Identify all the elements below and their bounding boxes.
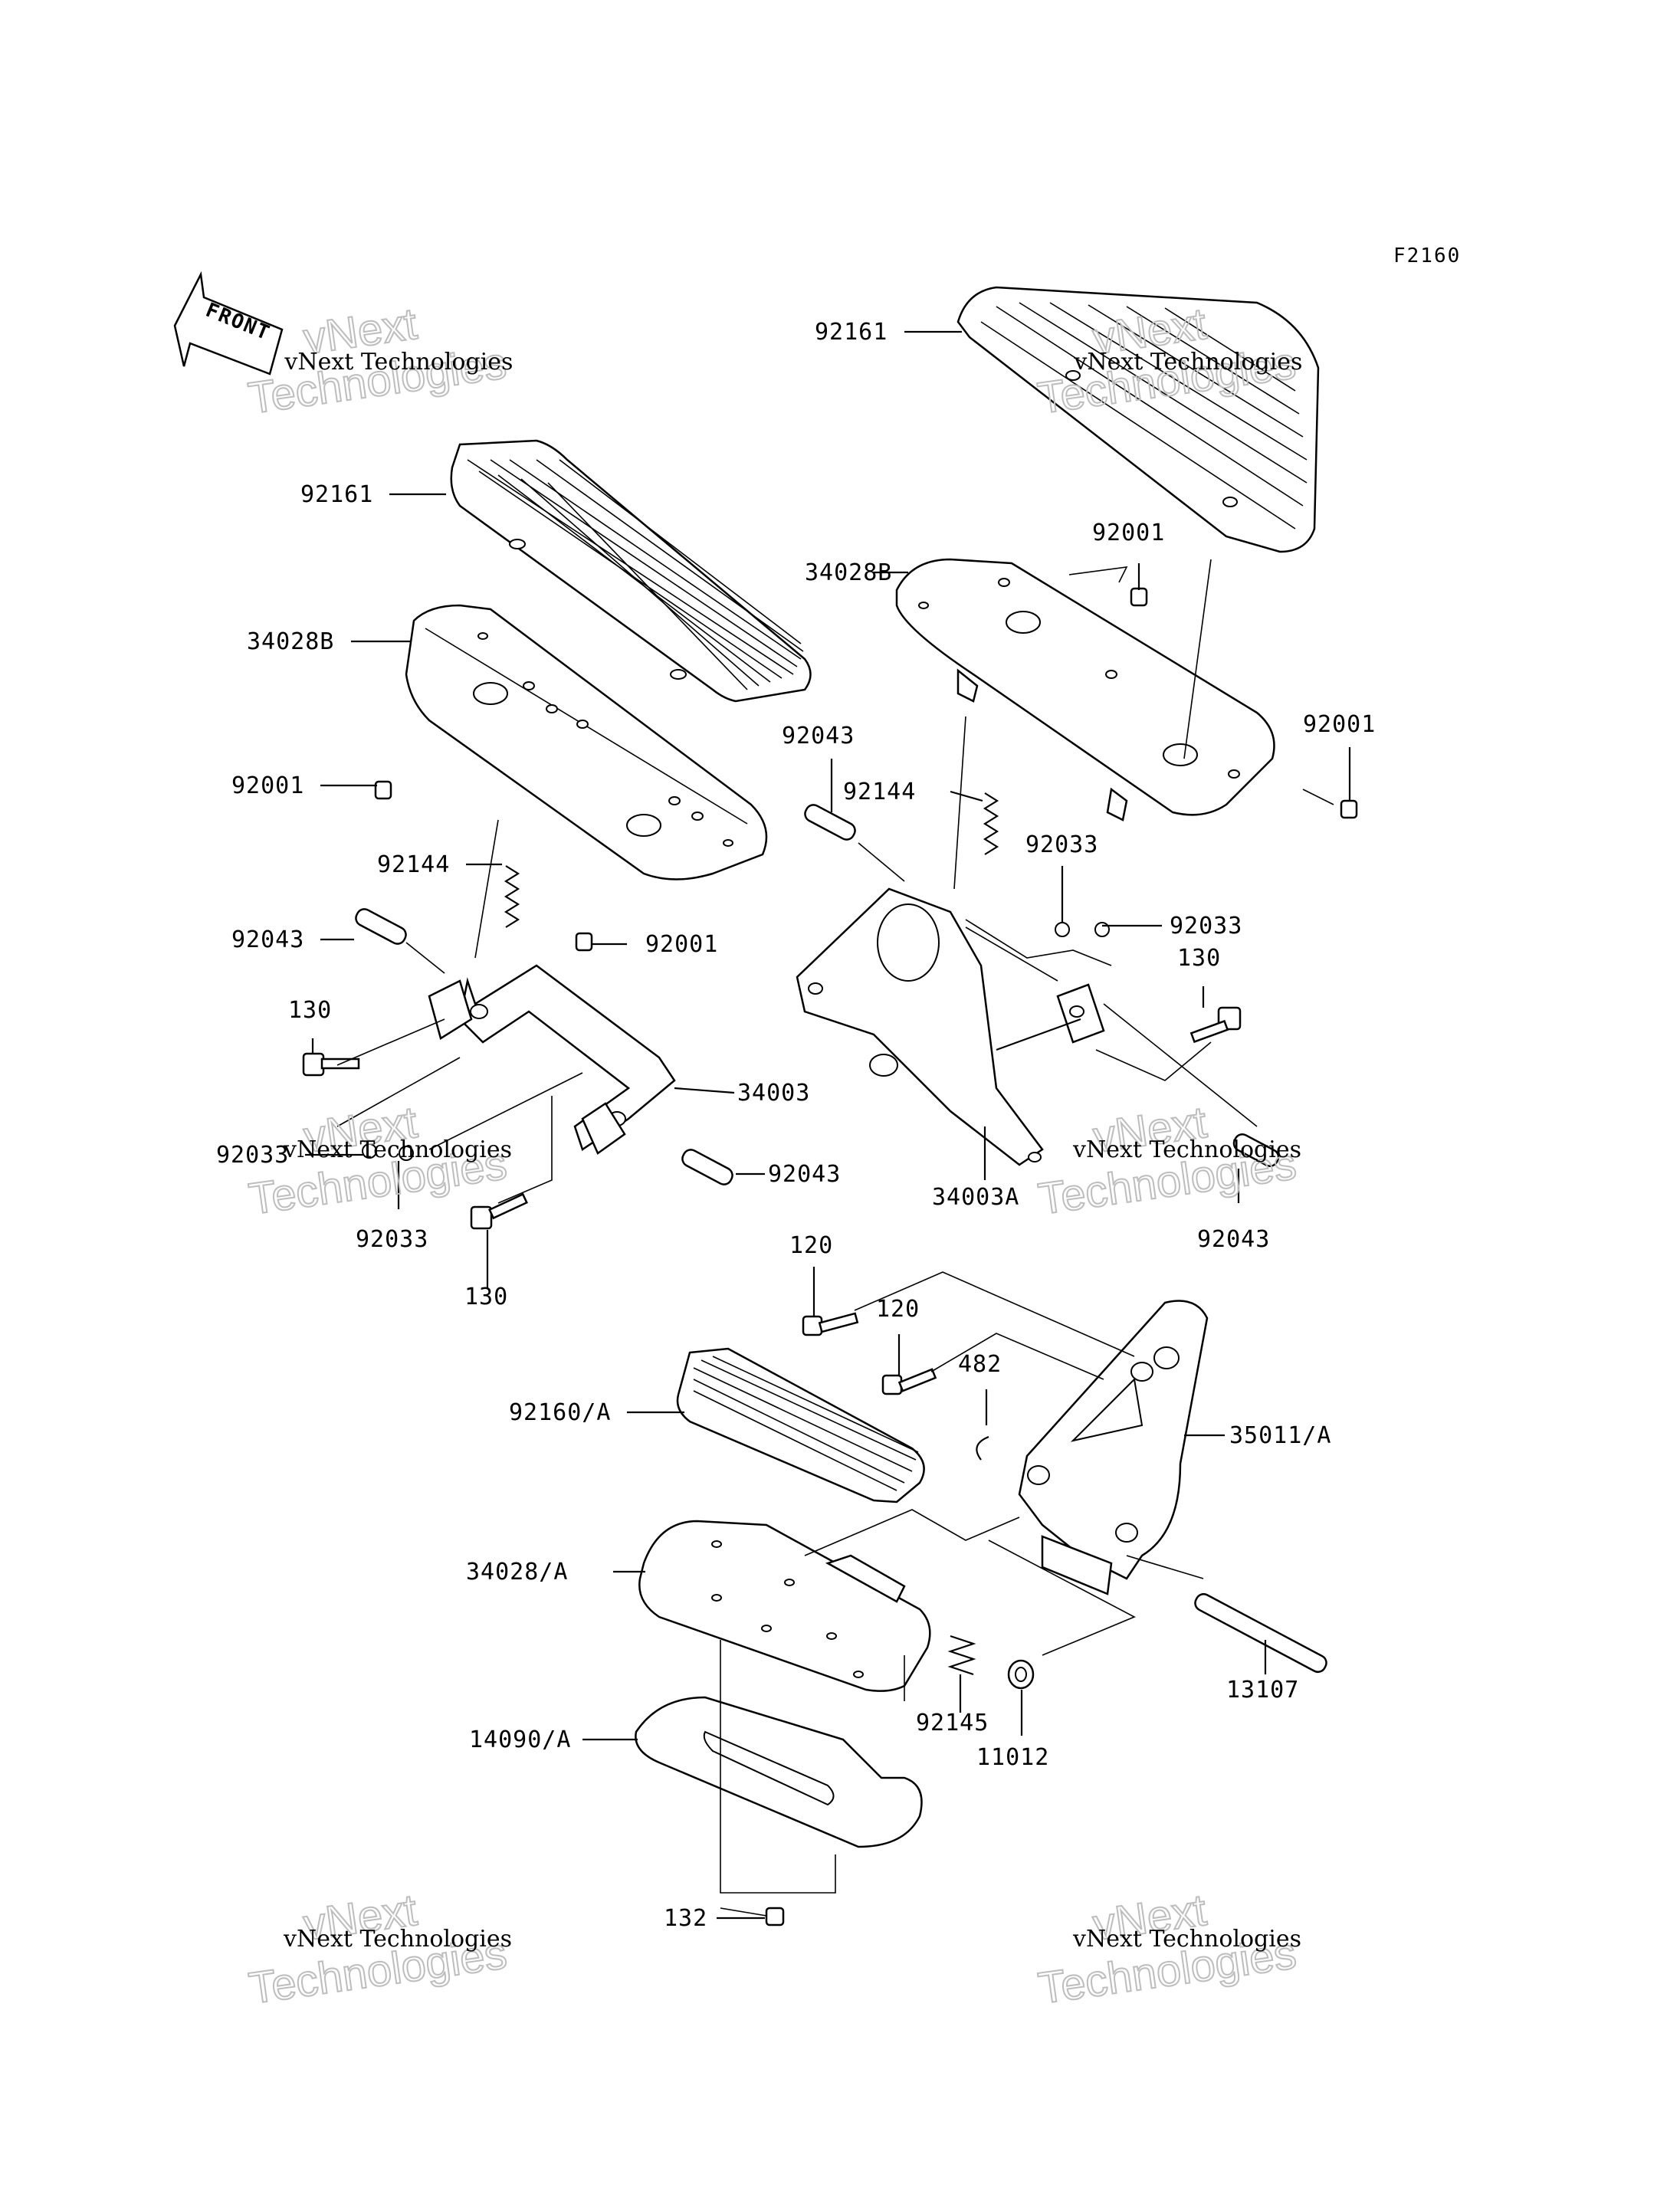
bolt-92001-left-a: [374, 780, 392, 800]
bracket-left: [428, 964, 676, 1155]
bolt-130-left-a: [302, 1052, 360, 1077]
floorboard-mat-left: [450, 439, 812, 703]
pin-92043-left-a: [355, 908, 407, 945]
label-92001-d: 92001: [645, 931, 718, 958]
clip-92033-left-b: [399, 1146, 414, 1161]
watermark-mid-right: vNext Technologies vNext Technologies: [1035, 1097, 1301, 1225]
pin-92043-right-b: [1232, 1133, 1280, 1167]
label-92043-d: 92043: [1197, 1226, 1270, 1253]
label-34028A: 34028/A: [466, 1559, 568, 1585]
label-92033-a: 92033: [1025, 831, 1098, 858]
clip-92033-right-a: [1055, 922, 1070, 937]
label-34003: 34003: [737, 1080, 810, 1107]
label-130-c: 130: [464, 1284, 508, 1310]
floorboard-left: [405, 604, 768, 880]
figure-code: F2160: [1393, 244, 1461, 267]
footpeg-board: [638, 1520, 931, 1692]
floorboard-right: [895, 558, 1275, 821]
label-130-b: 130: [288, 997, 332, 1024]
bolt-92001-right-a: [1130, 587, 1148, 607]
pin-92043-right-a: [804, 804, 856, 841]
label-13107: 13107: [1226, 1677, 1299, 1703]
footpeg-bracket: [1018, 1300, 1209, 1595]
bolt-120-a: [802, 1312, 859, 1336]
bolt-92001-right-b: [1340, 799, 1358, 819]
label-92144-a: 92144: [843, 779, 916, 805]
label-92160A: 92160/A: [509, 1399, 611, 1426]
nut-132: [765, 1907, 785, 1926]
pin-13107: [1194, 1592, 1327, 1674]
watermark-mid-left: vNext Technologies vNext Technologies: [245, 1097, 512, 1225]
clip-482: [976, 1435, 989, 1461]
label-92033-b: 92033: [1170, 913, 1242, 939]
label-92033-c: 92033: [216, 1142, 289, 1169]
watermark-top-left: vNext Technologies vNext Technologies: [244, 298, 513, 425]
spring-92145: [947, 1635, 976, 1676]
label-35011A: 35011/A: [1229, 1422, 1331, 1449]
label-92043-c: 92043: [768, 1161, 841, 1188]
label-14090A: 14090/A: [469, 1726, 571, 1753]
watermark-bottom-right: vNext Technologies vNext Technologies: [1035, 1884, 1301, 2015]
bolt-120-b: [881, 1368, 937, 1395]
watermark-bottom-left: vNext Technologies vNext Technologies: [245, 1884, 512, 2015]
label-92001-c: 92001: [231, 772, 304, 799]
bolt-130-right: [1189, 1006, 1242, 1044]
label-34028B-right: 34028B: [805, 559, 892, 586]
label-92161-left: 92161: [300, 481, 373, 508]
label-482: 482: [958, 1351, 1002, 1378]
footpeg-mat: [676, 1347, 925, 1503]
svg-text:vNext Technologies: vNext Technologies: [1072, 1136, 1301, 1163]
label-92033-d: 92033: [356, 1226, 428, 1253]
label-92144-b: 92144: [377, 851, 450, 878]
floorboard-mat-right: [956, 286, 1320, 553]
svg-text:vNext Technologies: vNext Technologies: [283, 1136, 512, 1163]
label-92043-a: 92043: [782, 723, 855, 749]
clip-92033-left-a: [362, 1143, 377, 1159]
svg-text:vNext Technologies: vNext Technologies: [1073, 349, 1302, 375]
bracket-right: [796, 887, 1105, 1166]
front-arrow-icon: FRONT: [173, 271, 284, 375]
pin-92043-left-b: [681, 1149, 733, 1185]
label-120-a: 120: [789, 1232, 833, 1259]
spring-right: [983, 792, 999, 855]
footpeg-cover: [635, 1696, 923, 1848]
label-92001-a: 92001: [1092, 520, 1165, 546]
label-120-b: 120: [876, 1296, 920, 1323]
label-92161-top: 92161: [815, 319, 888, 346]
label-92145: 92145: [916, 1710, 989, 1736]
label-92001-b: 92001: [1303, 711, 1376, 738]
label-34028B-left: 34028B: [247, 628, 334, 655]
clip-92033-right-b: [1094, 922, 1110, 937]
label-34003A: 34003A: [932, 1184, 1019, 1211]
label-130-a: 130: [1177, 945, 1221, 972]
svg-text:vNext Technologies: vNext Technologies: [283, 1926, 512, 1953]
bolt-92001-left-b: [575, 932, 593, 952]
leader-lines: [305, 330, 1351, 1920]
label-92043-b: 92043: [231, 926, 304, 953]
svg-text:vNext Technologies: vNext Technologies: [284, 349, 513, 375]
collar-11012: [1007, 1659, 1035, 1690]
label-11012: 11012: [976, 1744, 1049, 1771]
svg-text:vNext Technologies: vNext Technologies: [1072, 1926, 1301, 1953]
label-132: 132: [664, 1905, 707, 1932]
spring-left: [504, 865, 520, 928]
bolt-130-left-b: [470, 1192, 528, 1230]
